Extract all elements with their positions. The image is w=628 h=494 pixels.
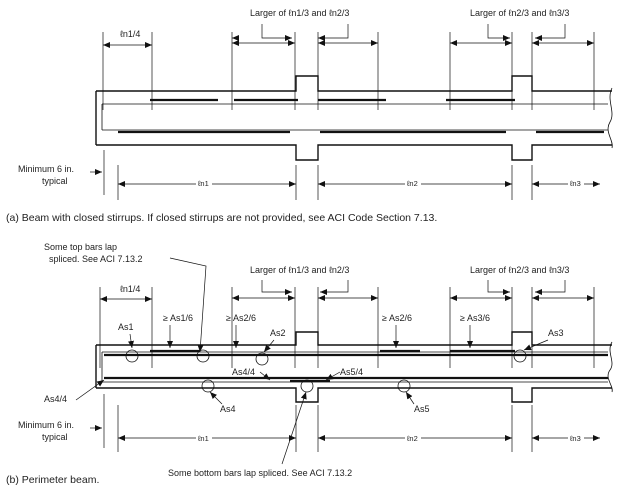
beam-top-edge <box>96 75 612 92</box>
caption-a: (a) Beam with closed stirrups. If closed… <box>6 212 437 224</box>
label-as5q: As5/4 <box>340 367 363 377</box>
label-ge1: ≥ As1/6 <box>163 313 193 323</box>
label-typical-b: typical <box>42 432 68 442</box>
label-larger-b2: Larger of ℓn2/3 and ℓn3/3 <box>470 265 569 275</box>
span-label-1-a: ℓn1 <box>197 179 209 188</box>
label-larger-b1: Larger of ℓn1/3 and ℓn2/3 <box>250 265 349 275</box>
note-top-2: spliced. See ACI 7.13.2 <box>49 254 143 264</box>
label-typical-a: typical <box>42 176 68 186</box>
figure-a: Larger of ℓn1/3 and ℓn2/3 Larger of ℓn2/… <box>6 8 613 224</box>
span-label-2-a: ℓn2 <box>406 179 418 188</box>
label-as5: As5 <box>414 404 430 414</box>
label-min-b: Minimum 6 in. <box>18 420 74 430</box>
label-ge3: ≥ As2/6 <box>382 313 412 323</box>
label-as4q: As4/4 <box>232 367 255 377</box>
label-as2: As2 <box>270 328 286 338</box>
note-bottom: Some bottom bars lap spliced. See ACI 7.… <box>168 468 352 478</box>
label-as4q-left: As4/4 <box>44 394 67 404</box>
span-label-3-b: ℓn3 <box>569 434 581 443</box>
span-label-2-b: ℓn2 <box>406 434 418 443</box>
caption-b: (b) Perimeter beam. <box>6 474 99 486</box>
label-quarter-b: ℓn1/4 <box>120 284 140 294</box>
beam-bottom-edge <box>96 144 612 161</box>
label-min-a: Minimum 6 in. <box>18 164 74 174</box>
label-as3: As3 <box>548 328 564 338</box>
label-as4: As4 <box>220 404 236 414</box>
label-ge2: ≥ As2/6 <box>226 313 256 323</box>
label-as1: As1 <box>118 322 134 332</box>
label-quarter: ℓn1/4 <box>120 29 140 39</box>
marker-as1 <box>125 349 139 363</box>
arrow-left-1 <box>261 24 292 41</box>
span-label-1-b: ℓn1 <box>197 434 209 443</box>
label-ge4: ≥ As3/6 <box>460 313 490 323</box>
note-top-1: Some top bars lap <box>44 242 117 252</box>
span-label-3-a: ℓn3 <box>569 179 581 188</box>
figure-b: Some top bars lap spliced. See ACI 7.13.… <box>6 242 613 486</box>
label-larger-2: Larger of ℓn2/3 and ℓn3/3 <box>470 8 569 18</box>
label-larger-1: Larger of ℓn1/3 and ℓn2/3 <box>250 8 349 18</box>
